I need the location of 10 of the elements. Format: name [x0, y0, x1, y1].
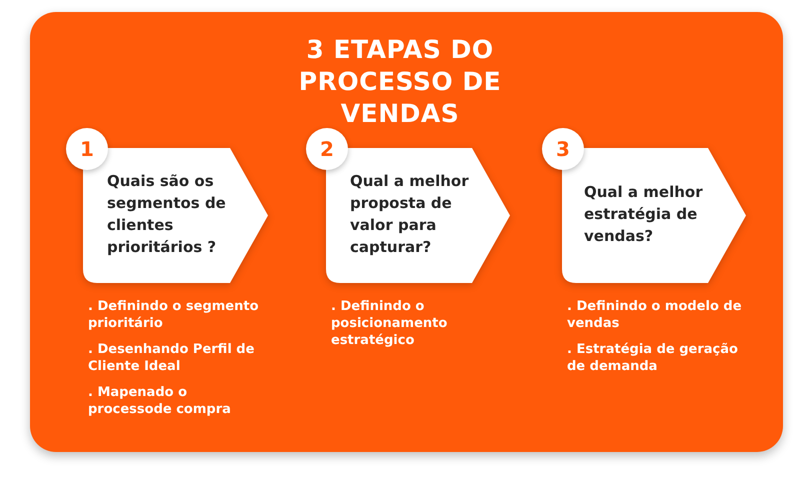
bullet-text: . Mapenado o processode compra [88, 384, 232, 418]
title: 3 ETAPAS DO PROCESSO DE VENDAS [298, 34, 502, 130]
question-text: Qual a melhor proposta de valor para capturar? [350, 171, 470, 258]
bullet-text: . Definindo o modelo de vendas [567, 298, 742, 332]
question-text: Quais são os segmentos de clientes prioritários ? [107, 171, 227, 258]
bullet-text: . Definindo o posicionamento estratégico [331, 298, 448, 349]
bullet-text: . Definindo o segmento prioritário [88, 298, 260, 332]
bullet-text: . Estratégia de geração de demanda [567, 341, 739, 375]
bullet-text: . Desenhando Perfil de Cliente Ideal [88, 341, 256, 375]
question-text: Qual a melhor estratégia de vendas? [584, 182, 704, 247]
